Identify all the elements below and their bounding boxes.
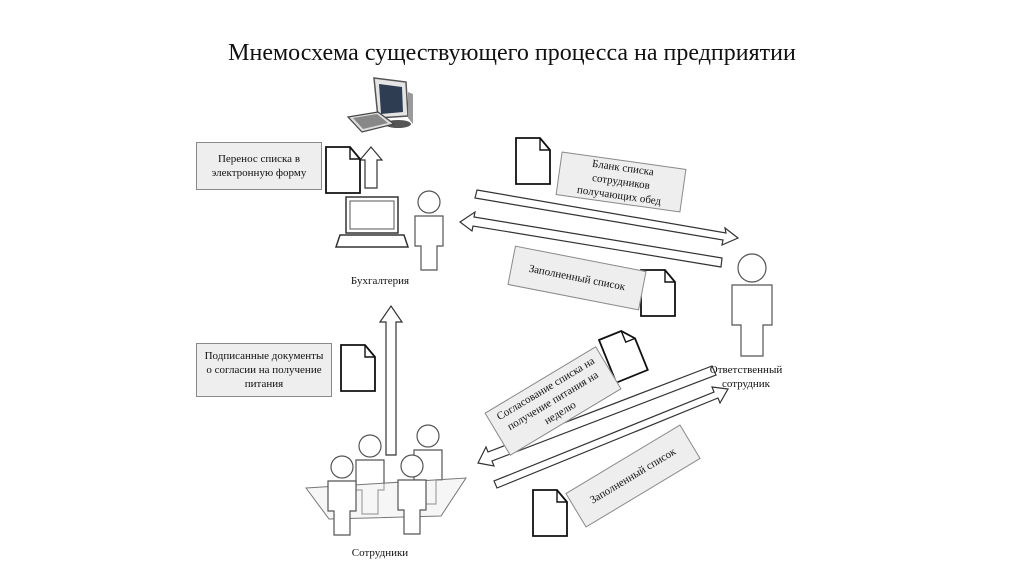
- desktop-computer-icon: [346, 77, 413, 133]
- note-transfer: Перенос списка в электронную форму: [196, 142, 322, 190]
- arrow-approval-to-employees: [477, 365, 717, 467]
- arrow-up-to-computer: [358, 146, 384, 189]
- responsible-person-icon: [731, 253, 773, 357]
- label-employees: Сотрудники: [351, 547, 409, 559]
- document-icon: [640, 269, 676, 317]
- accountant-person-icon: [414, 190, 444, 271]
- arrow-filled-list-to-accounting: [458, 210, 723, 268]
- arrow-blank-list-to-responsible: [474, 189, 740, 247]
- laptop-icon: [334, 196, 410, 248]
- label-accounting: Бухгалтерия: [350, 275, 410, 287]
- document-icon: [532, 489, 568, 537]
- label-responsible-employee: Ответственный сотрудник: [709, 364, 783, 390]
- diagram-title: Мнемосхема существующего процесса на пре…: [228, 40, 796, 66]
- document-icon: [515, 137, 551, 185]
- employees-group-icon: [305, 424, 467, 536]
- document-icon: [325, 146, 361, 194]
- document-icon: [340, 344, 376, 392]
- arrow-up-to-accounting: [378, 304, 404, 456]
- arrow-filled-list-to-responsible: [493, 386, 729, 489]
- note-signed-documents: Подписанные документы о согласии на полу…: [196, 343, 332, 397]
